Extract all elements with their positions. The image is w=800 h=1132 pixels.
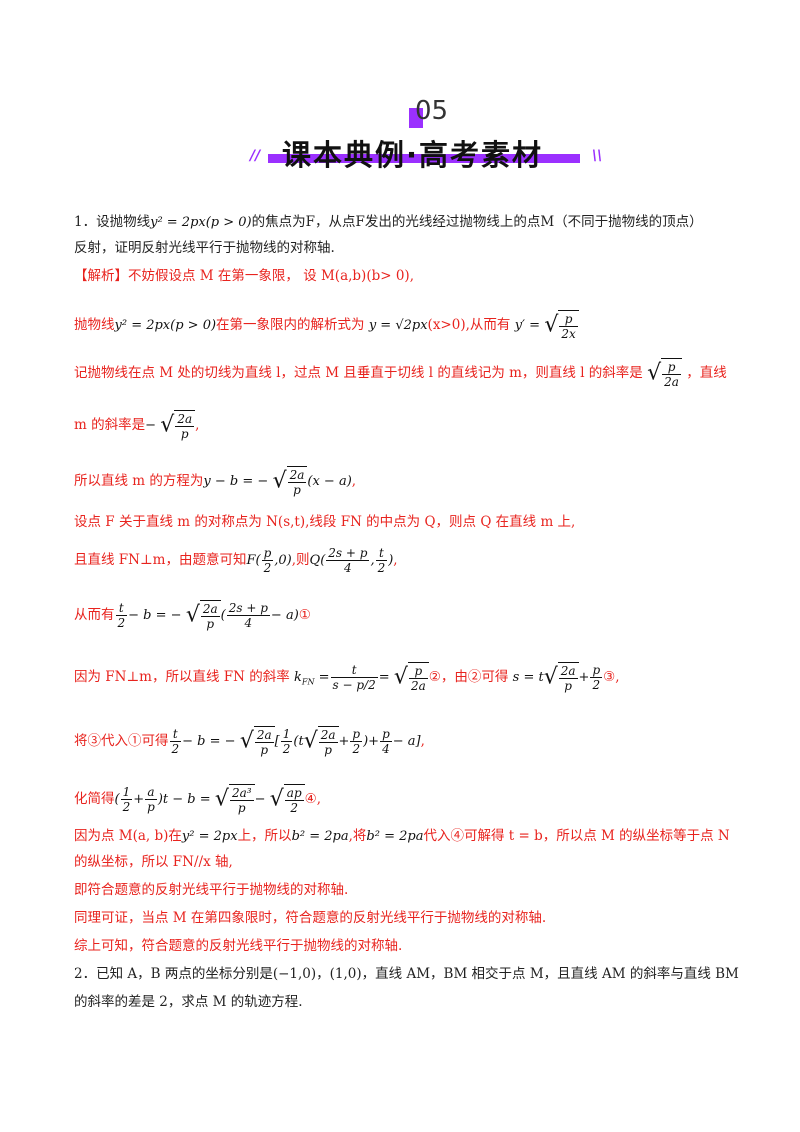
q1-line2: 反射，证明反射光线平行于抛物线的对称轴. [74,240,335,256]
right-slash-marks: \\ [592,148,603,164]
section-number: 05 [409,96,448,128]
solution-line3: 记抛物线在点 M 处的切线为直线 l，过点 M 且垂直于切线 l 的直线记为 m… [74,358,727,389]
solution-line6: 设点 F 关于直线 m 的对称点为 N(s,t),线段 FN 的中点为 Q，则点… [74,514,576,530]
section-banner: 05 // 课本典例·高考素材 \\ [240,96,610,174]
solution-line12: 因为点 M(a, b)在y² = 2px上，所以b² = 2pa,将b² = 2… [74,828,730,844]
solution-line14: 即符合题意的反射光线平行于抛物线的对称轴. [74,882,349,898]
section-title: 课本典例·高考素材 [282,138,544,172]
q1-line1: 1．设抛物线y² = 2px(p > 0)的焦点为F，从点F发出的光线经过抛物线… [74,214,703,230]
solution-line1: 【解析】不妨假设点 M 在第一象限， 设 M(a,b)(b> 0), [74,268,414,284]
q2-line1: 2．已知 A，B 两点的坐标分别是(−1,0)，(1,0)，直线 AM，BM 相… [74,966,739,982]
solution-line16: 综上可知，符合题意的反射光线平行于抛物线的对称轴. [74,938,403,954]
solution-line2: 抛物线y² = 2px(p > 0)在第一象限内的解析式为 y = √2px(x… [74,310,579,341]
solution-line15: 同理可证，当点 M 在第四象限时，符合题意的反射光线平行于抛物线的对称轴. [74,910,547,926]
q2-line2: 的斜率的差是 2，求点 M 的轨迹方程. [74,994,303,1010]
solution-line13: 的纵坐标，所以 FN//x 轴, [74,854,233,870]
left-slash-marks: // [250,148,261,164]
